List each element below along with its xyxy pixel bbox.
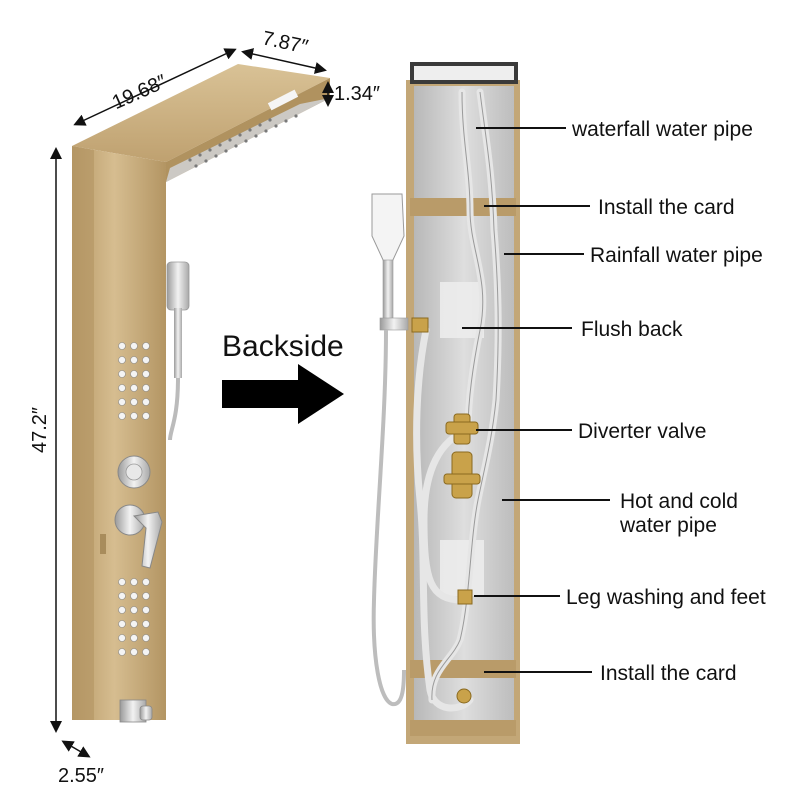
panel-column-side xyxy=(72,146,94,720)
depth-label: 7.87″ xyxy=(260,27,310,58)
diverter-valve xyxy=(443,413,481,499)
panel-column xyxy=(72,146,166,720)
callout-rainfall-water-pipe: Rainfall water pipe xyxy=(590,244,763,267)
depth-dimension-line xyxy=(241,48,327,74)
callout-water-pipe: water pipe xyxy=(619,514,717,537)
panel-depth-label: 2.55″ xyxy=(58,765,104,787)
back-bottom-cap xyxy=(410,720,516,736)
backside-label: Backside xyxy=(222,330,344,363)
waterfall-outlet xyxy=(267,89,299,111)
callout-labels: waterfall water pipe Install the card Ra… xyxy=(566,118,766,685)
diverter-knob xyxy=(117,455,151,489)
callout-flush-back: Flush back xyxy=(581,318,683,341)
back-top-cap-inner xyxy=(414,66,514,80)
dimension-lines xyxy=(50,48,334,758)
callout-hot-and-cold: Hot and cold xyxy=(620,490,738,513)
panel-depth-dimension-line xyxy=(61,740,91,758)
upper-body-jets xyxy=(118,342,150,420)
thickness-label: 1.34″ xyxy=(334,83,380,105)
front-panel xyxy=(72,64,330,723)
bottom-elbow xyxy=(456,688,472,704)
backside-arrow: Backside xyxy=(222,330,344,424)
callout-lines xyxy=(462,127,610,673)
leg-washing-connector xyxy=(457,589,473,605)
callout-diverter-valve: Diverter valve xyxy=(578,420,706,443)
back-panel-inner xyxy=(414,86,514,736)
width-dimension-line xyxy=(73,48,237,126)
back-panel xyxy=(371,62,520,744)
right-arrow-icon xyxy=(222,364,344,424)
callout-install-card-bottom: Install the card xyxy=(600,662,737,685)
mount-plate-2 xyxy=(440,540,484,596)
mixer-lever xyxy=(100,504,163,569)
callout-install-card-top: Install the card xyxy=(598,196,735,219)
callout-waterfall-water-pipe: waterfall water pipe xyxy=(571,118,753,141)
hot-cold-hose xyxy=(413,326,474,712)
lower-body-jets xyxy=(118,578,150,656)
flush-back-connector xyxy=(411,317,429,333)
back-hand-shower xyxy=(371,193,409,707)
front-hand-shower xyxy=(166,261,190,441)
rain-head-nozzles xyxy=(188,114,298,168)
callout-leg-washing: Leg washing and feet xyxy=(566,586,766,609)
tub-spout xyxy=(119,699,153,723)
height-label: 47.2″ xyxy=(29,407,51,453)
